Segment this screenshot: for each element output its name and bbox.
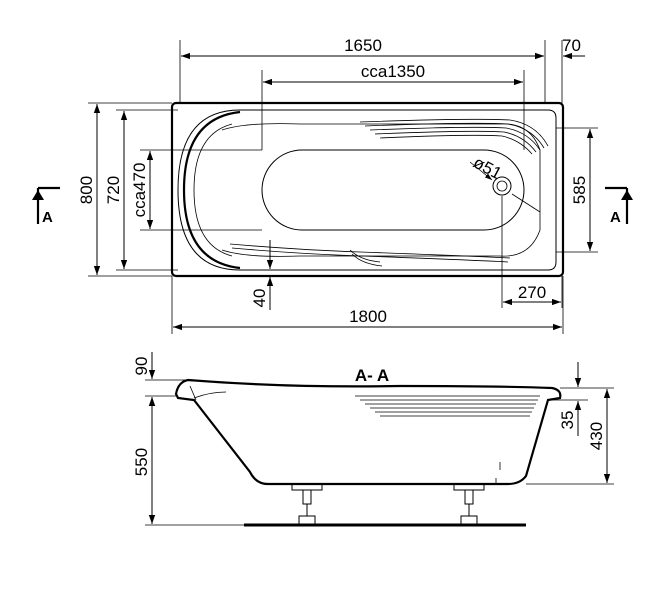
dim-length-outer: 1800 xyxy=(349,307,387,326)
tub-inner-rim xyxy=(177,109,557,271)
section-marker-left: A xyxy=(32,186,60,226)
side-view: A- A 90 xyxy=(132,352,614,527)
svg-text:A: A xyxy=(610,209,621,226)
svg-text:A: A xyxy=(42,209,53,226)
dim-tub-depth: 430 xyxy=(587,422,606,450)
dim-drain-offset: 270 xyxy=(518,283,546,302)
headrest-curve xyxy=(182,110,241,270)
section-marker-right: A xyxy=(605,186,633,226)
dim-overhang: 70 xyxy=(562,36,581,55)
section-title: A- A xyxy=(355,366,389,385)
dim-width-outer: 800 xyxy=(77,176,96,204)
top-view: ø51 1650 70 cca1350 800 720 cca470 xyxy=(32,36,633,334)
dim-drain-diameter: ø51 xyxy=(470,153,505,184)
tub-side-body xyxy=(174,378,562,486)
drain-hole xyxy=(492,176,512,196)
dim-basin-width: cca470 xyxy=(130,163,149,218)
dim-rim-offset: 40 xyxy=(250,289,269,308)
dim-rim-height: 90 xyxy=(132,357,151,376)
tub-leg-right xyxy=(453,483,485,525)
dim-width-inner: 720 xyxy=(104,176,123,204)
basin-outline xyxy=(261,149,525,231)
dim-length-inner: 1650 xyxy=(344,36,382,55)
dim-basin-length: cca1350 xyxy=(361,62,425,81)
dim-total-height: 550 xyxy=(132,448,151,476)
dim-drain-spacing: 585 xyxy=(570,176,589,204)
tub-leg-left xyxy=(291,483,323,525)
dim-rim-depth: 35 xyxy=(558,411,577,430)
tub-outer-outline xyxy=(170,101,565,278)
